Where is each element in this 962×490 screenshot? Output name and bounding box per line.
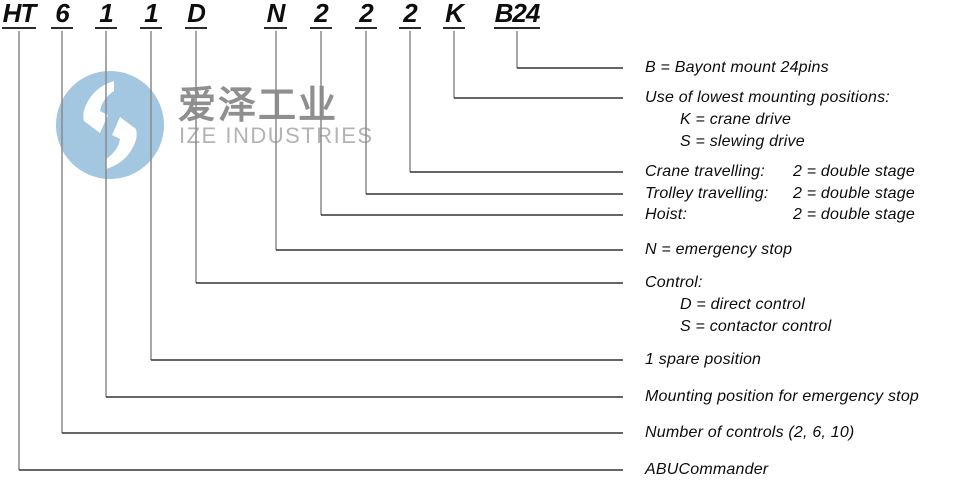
code-segment-k: K <box>443 0 465 29</box>
spec-value-hoist: 2 = double stage <box>793 206 915 223</box>
code-text: K <box>445 0 464 28</box>
code-segment-2a: 2 <box>310 0 332 29</box>
code-text: N <box>266 0 286 28</box>
code-segment-2b: 2 <box>355 0 377 29</box>
code-segment-1b: 1 <box>140 0 162 29</box>
connector-vertical-lines <box>18 31 518 470</box>
code-text: 2 <box>359 0 374 28</box>
spec-label-lowest-mounting-title: Use of lowest mounting positions: <box>645 89 890 106</box>
spec-label-emergency-stop: N = emergency stop <box>645 241 793 258</box>
spec-row-crane-travelling: Crane travelling: 2 = double stage <box>645 161 915 183</box>
code-text: 2 <box>314 0 329 28</box>
spec-label-bayonet-mount: B = Bayont mount 24pins <box>645 59 829 76</box>
spec-option-contactor-control: S = contactor control <box>680 318 832 335</box>
code-text: 1 <box>144 0 159 28</box>
spec-row-trolley-travelling: Trolley travelling: 2 = double stage <box>645 183 915 205</box>
code-segment-1a: 1 <box>95 0 117 29</box>
spec-label-mounting-position: Mounting position for emergency stop <box>645 388 920 405</box>
spec-value-crane-travelling: 2 = double stage <box>793 163 915 180</box>
code-text: 6 <box>55 0 70 28</box>
code-text: HT <box>2 0 37 28</box>
code-segment-6: 6 <box>51 0 73 29</box>
code-text: 1 <box>99 0 114 28</box>
spec-label-abucommander: ABUCommander <box>645 461 769 478</box>
spec-label-control-title: Control: <box>645 274 703 291</box>
spec-row-hoist: Hoist: 2 = double stage <box>645 204 915 226</box>
code-segment-ht: HT <box>2 0 37 29</box>
watermark-cjk-text: 爱泽工业 <box>178 83 339 127</box>
spec-label-number-of-controls: Number of controls (2, 6, 10) <box>645 424 855 441</box>
spec-label-lowest-mounting: Use of lowest mounting positions: K = cr… <box>645 87 890 153</box>
spec-label-spare-position: 1 spare position <box>645 351 762 368</box>
spec-label-control: Control: D = direct control S = contacto… <box>645 272 831 338</box>
spec-label-trolley-travelling: Trolley travelling: <box>645 185 769 202</box>
spec-value-trolley-travelling: 2 = double stage <box>793 185 915 202</box>
spec-option-direct-control: D = direct control <box>680 296 805 313</box>
code-segment-2c: 2 <box>399 0 421 29</box>
connector-horizontal-lines <box>19 67 623 471</box>
code-segment-b24: B24 <box>494 0 541 29</box>
spec-label-crane-travelling: Crane travelling: <box>645 163 765 180</box>
code-segment-d: D <box>185 0 207 29</box>
code-segment-n: N <box>264 0 287 29</box>
spec-option-slewing-drive: S = slewing drive <box>680 133 805 150</box>
spec-label-hoist: Hoist: <box>645 206 688 223</box>
code-text: 2 <box>403 0 418 28</box>
code-text: D <box>187 0 206 28</box>
code-text: B24 <box>494 0 541 28</box>
spec-option-crane-drive: K = crane drive <box>680 111 792 128</box>
